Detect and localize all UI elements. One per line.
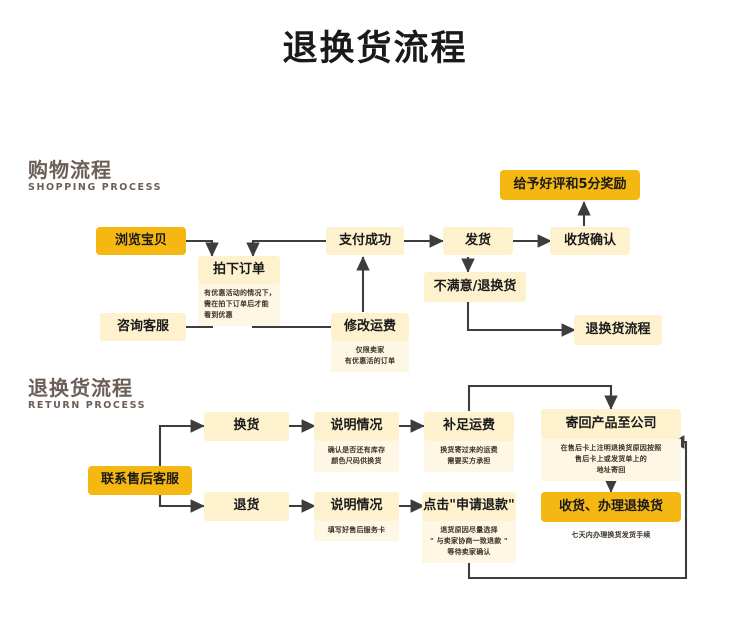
node-exchange[interactable]: 换货: [204, 412, 289, 441]
node-apply-refund-sub: 退货原因尽量选择" 与卖家协商一致退款 "等待卖家确认: [422, 521, 516, 563]
node-exchange-label: 换货: [204, 412, 289, 441]
section-heading-return-en: RETURN PROCESS: [28, 400, 147, 411]
node-modify-freight-sub: 仅限卖家有优惠活的订单: [331, 341, 409, 372]
node-explain-exchange-label: 说明情况: [314, 412, 399, 441]
node-ship[interactable]: 发货: [443, 227, 513, 255]
node-return-flow-label: 退换货流程: [574, 315, 662, 345]
node-refund-processed-sub: 七天内办理换货发货手续: [541, 522, 681, 546]
section-heading-return-cn: 退换货流程: [28, 376, 133, 400]
node-apply-refund[interactable]: 点击"申请退款" 退货原因尽量选择" 与卖家协商一致退款 "等待卖家确认: [422, 492, 516, 563]
node-explain-exchange[interactable]: 说明情况 确认是否还有库存颜色尺码供换货: [314, 412, 399, 472]
node-aftersales[interactable]: 联系售后客服: [88, 466, 192, 495]
node-reward-label: 给予好评和5分奖励: [500, 170, 640, 200]
node-ship-label: 发货: [443, 227, 513, 255]
node-pay-success-label: 支付成功: [326, 227, 404, 255]
node-send-back[interactable]: 寄回产品至公司 在售后卡上注明退换货原因按照售后卡上或发货单上的地址寄回: [541, 409, 681, 481]
node-explain-refund-label: 说明情况: [314, 492, 399, 521]
node-refund[interactable]: 退货: [204, 492, 289, 521]
node-return-flow[interactable]: 退换货流程: [574, 315, 662, 345]
section-heading-shopping-cn: 购物流程: [28, 158, 112, 182]
node-browse-label: 浏览宝贝: [96, 227, 186, 255]
node-confirm-receipt[interactable]: 收货确认: [550, 227, 630, 255]
node-browse[interactable]: 浏览宝贝: [96, 227, 186, 255]
node-refund-label: 退货: [204, 492, 289, 521]
node-confirm-receipt-label: 收货确认: [550, 227, 630, 255]
node-modify-freight-label: 修改运费: [331, 313, 409, 341]
section-heading-return: 退换货流程 RETURN PROCESS: [28, 376, 147, 412]
node-freight-fill-sub: 换货寄过来的运费需要买方承担: [424, 441, 514, 472]
node-refund-processed-label: 收货、办理退换货: [541, 492, 681, 522]
node-contact-service[interactable]: 咨询客服: [100, 313, 186, 341]
node-apply-refund-label: 点击"申请退款": [422, 492, 516, 521]
node-modify-freight[interactable]: 修改运费 仅限卖家有优惠活的订单: [331, 313, 409, 372]
page-title: 退换货流程: [282, 29, 468, 69]
node-freight-fill[interactable]: 补足运费 换货寄过来的运费需要买方承担: [424, 412, 514, 472]
node-refund-processed[interactable]: 收货、办理退换货 七天内办理换货发货手续: [541, 492, 681, 546]
section-heading-shopping-en: SHOPPING PROCESS: [28, 182, 163, 193]
node-aftersales-label: 联系售后客服: [88, 466, 192, 495]
node-unsatisfied-label: 不满意/退换货: [424, 272, 526, 302]
node-explain-refund-sub: 填写好售后服务卡: [314, 521, 399, 541]
node-explain-exchange-sub: 确认是否还有库存颜色尺码供换货: [314, 441, 399, 472]
node-place-order-label: 拍下订单: [198, 256, 280, 284]
node-explain-refund[interactable]: 说明情况 填写好售后服务卡: [314, 492, 399, 541]
node-unsatisfied[interactable]: 不满意/退换货: [424, 272, 526, 302]
node-reward[interactable]: 给予好评和5分奖励: [500, 170, 640, 200]
node-send-back-sub: 在售后卡上注明退换货原因按照售后卡上或发货单上的地址寄回: [541, 439, 681, 481]
node-contact-service-label: 咨询客服: [100, 313, 186, 341]
node-freight-fill-label: 补足运费: [424, 412, 514, 441]
node-place-order-sub: 有优惠活动的情况下，需在拍下订单后才能看到优惠: [198, 284, 280, 326]
node-pay-success[interactable]: 支付成功: [326, 227, 404, 255]
node-send-back-label: 寄回产品至公司: [541, 409, 681, 439]
node-place-order[interactable]: 拍下订单 有优惠活动的情况下，需在拍下订单后才能看到优惠: [198, 256, 280, 326]
section-heading-shopping: 购物流程 SHOPPING PROCESS: [28, 158, 163, 194]
